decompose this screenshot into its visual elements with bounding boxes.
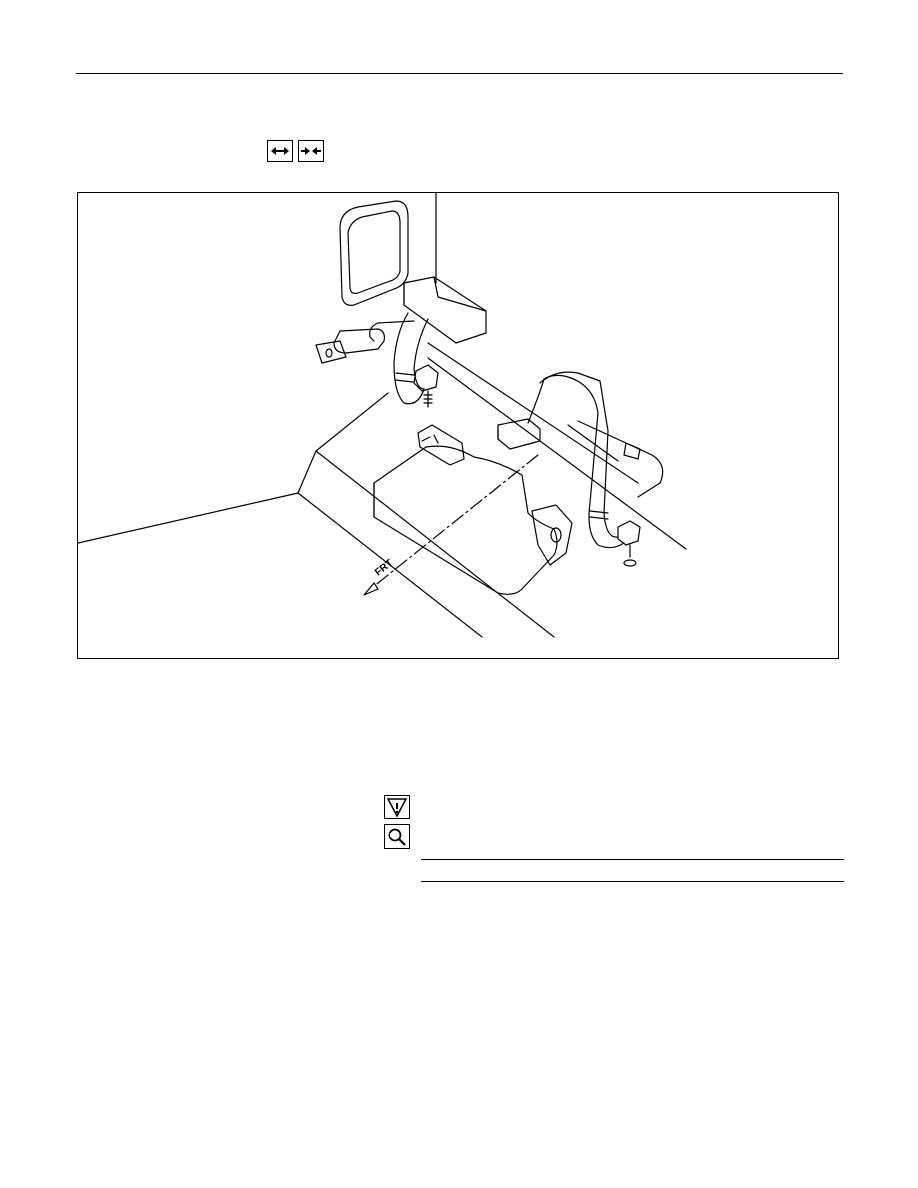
torque-wrench-icon	[384, 824, 410, 849]
caution-icon	[384, 795, 410, 819]
seat-belt-illustration: FRT	[77, 192, 839, 659]
table-rule-bottom	[421, 881, 844, 882]
install-icon	[298, 140, 324, 162]
frt-direction-label: FRT	[373, 558, 395, 579]
header-rule	[76, 73, 843, 74]
remove-icon	[267, 140, 293, 162]
table-rule-top	[421, 859, 844, 860]
